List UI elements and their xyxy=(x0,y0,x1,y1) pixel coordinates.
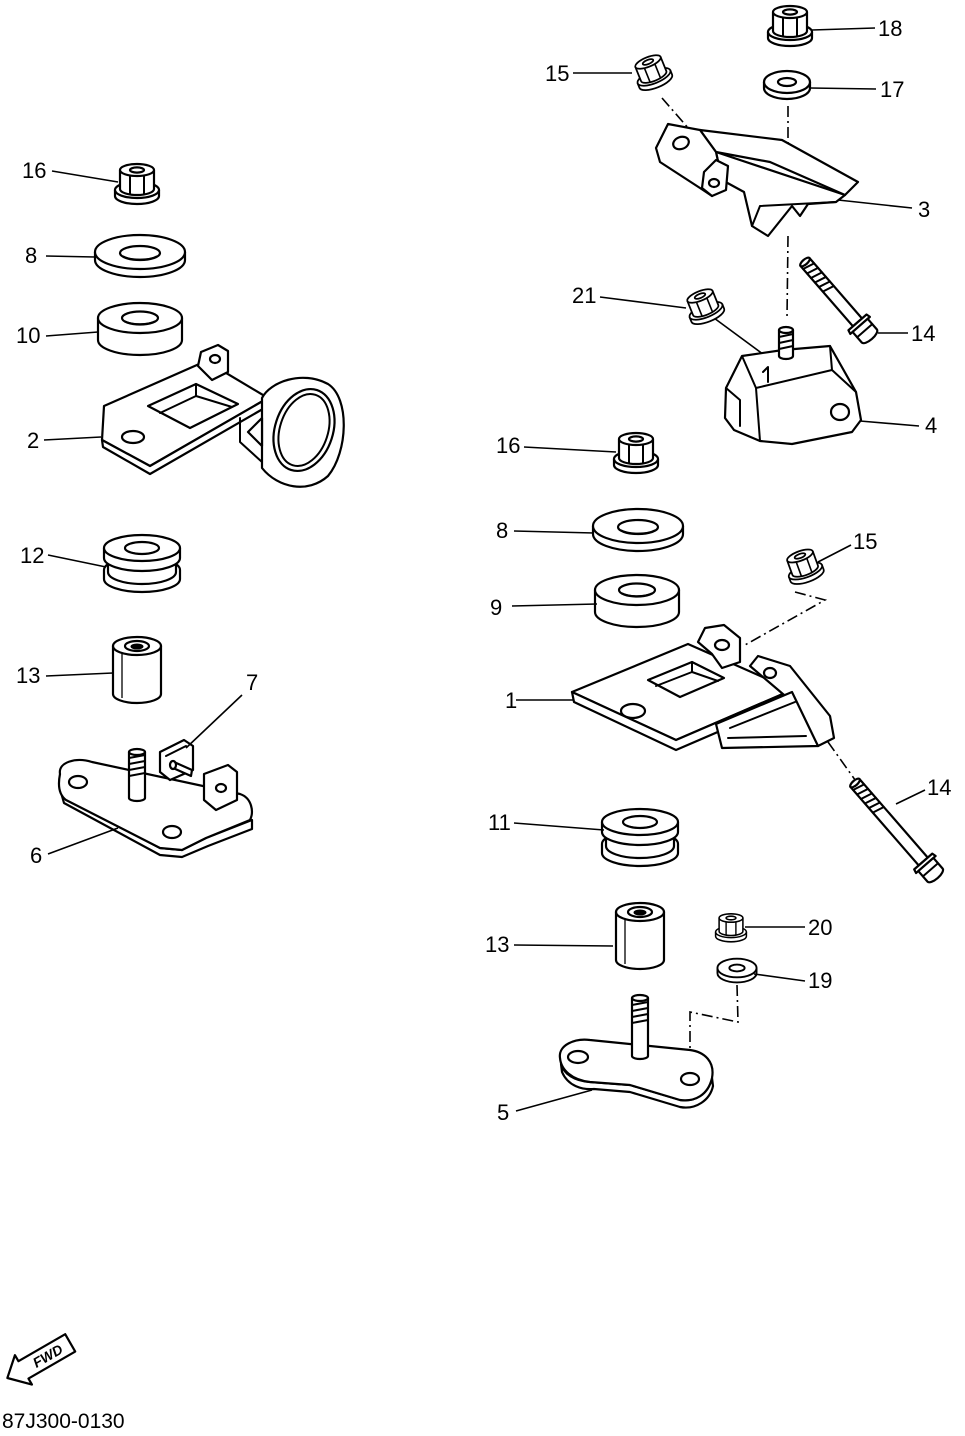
callout-label: 10 xyxy=(16,323,40,348)
drawing-code: 87J300-0130 xyxy=(2,1410,125,1433)
leader-line xyxy=(817,544,852,563)
leader-line xyxy=(185,694,243,749)
rubber-grommet xyxy=(102,533,182,594)
upper-bracket xyxy=(654,122,860,238)
callout-label: 16 xyxy=(22,158,46,183)
bolt xyxy=(792,250,883,349)
leader-line xyxy=(859,420,920,427)
callout-label: 2 xyxy=(27,428,39,453)
leader-line xyxy=(513,944,614,947)
right-assembly: 18 15 17 3 21 14 4 16 8 9 15 1 14 11 13 … xyxy=(485,4,951,1125)
callout-label: 1 xyxy=(505,688,517,713)
base-plate xyxy=(57,747,254,859)
forward-direction-arrow: FWD xyxy=(6,1333,77,1386)
callout-label: 15 xyxy=(545,61,569,86)
leader-line xyxy=(45,255,96,258)
callout-label: 4 xyxy=(925,413,937,438)
callout-label: 18 xyxy=(878,16,902,41)
rubber-grommet xyxy=(600,807,680,868)
mounting-bracket xyxy=(570,623,836,752)
leader-line xyxy=(811,27,876,31)
arrow-icon xyxy=(6,1333,77,1386)
callout-label: 15 xyxy=(853,529,877,554)
callout-label: 17 xyxy=(880,77,904,102)
callout-label: 11 xyxy=(488,810,511,835)
leader-line xyxy=(511,603,598,607)
leader-line xyxy=(523,446,617,453)
rubber-bushing xyxy=(96,301,184,357)
collar xyxy=(614,901,666,971)
callout-label: 3 xyxy=(918,197,930,222)
leader-line xyxy=(513,530,595,534)
leader-line xyxy=(513,822,605,831)
leader-line xyxy=(47,554,107,568)
flange-nut xyxy=(766,4,814,48)
leader-line xyxy=(837,199,913,209)
callout-label: 21 xyxy=(572,283,596,308)
callout-label: 19 xyxy=(808,968,832,993)
leader-line xyxy=(515,1089,593,1112)
callout-label: 8 xyxy=(496,518,508,543)
callout-label: 13 xyxy=(485,932,509,957)
ground-terminal xyxy=(158,738,195,782)
flat-washer xyxy=(716,957,758,984)
alignment-line xyxy=(744,591,828,646)
callout-label: 13 xyxy=(16,663,40,688)
callout-label: 6 xyxy=(30,843,42,868)
callout-label: 5 xyxy=(497,1100,509,1125)
flat-washer xyxy=(93,233,187,279)
left-assembly: 16 8 10 2 12 13 7 6 xyxy=(16,158,345,868)
leader-line xyxy=(809,87,877,90)
rubber-bushing xyxy=(593,573,681,629)
callout-label: 7 xyxy=(246,670,258,695)
leader-line xyxy=(43,436,102,441)
flat-washer xyxy=(591,507,685,553)
base-plate xyxy=(558,993,715,1109)
mounting-bracket xyxy=(100,343,345,488)
callout-label: 8 xyxy=(25,243,37,268)
alignment-line xyxy=(827,741,859,785)
flange-nut xyxy=(629,50,676,95)
callout-label: 14 xyxy=(927,775,951,800)
callout-label: 14 xyxy=(911,321,935,346)
alignment-line xyxy=(786,235,789,319)
flange-nut xyxy=(113,162,161,206)
collar xyxy=(111,635,163,705)
leader-line xyxy=(47,827,119,855)
callout-label: 12 xyxy=(20,543,44,568)
leader-line xyxy=(753,973,806,982)
rubber-mount xyxy=(723,325,863,446)
flat-washer xyxy=(762,69,812,101)
callout-label: 16 xyxy=(496,433,520,458)
flange-nut xyxy=(612,431,660,475)
leader-line xyxy=(599,296,687,309)
flange-nut xyxy=(780,544,827,589)
flange-nut xyxy=(714,913,748,943)
leader-line xyxy=(45,331,99,337)
leader-line xyxy=(51,170,119,183)
leader-line xyxy=(895,789,926,805)
callout-label: 20 xyxy=(808,915,832,940)
leader-line xyxy=(45,672,114,677)
callout-label: 9 xyxy=(490,595,502,620)
